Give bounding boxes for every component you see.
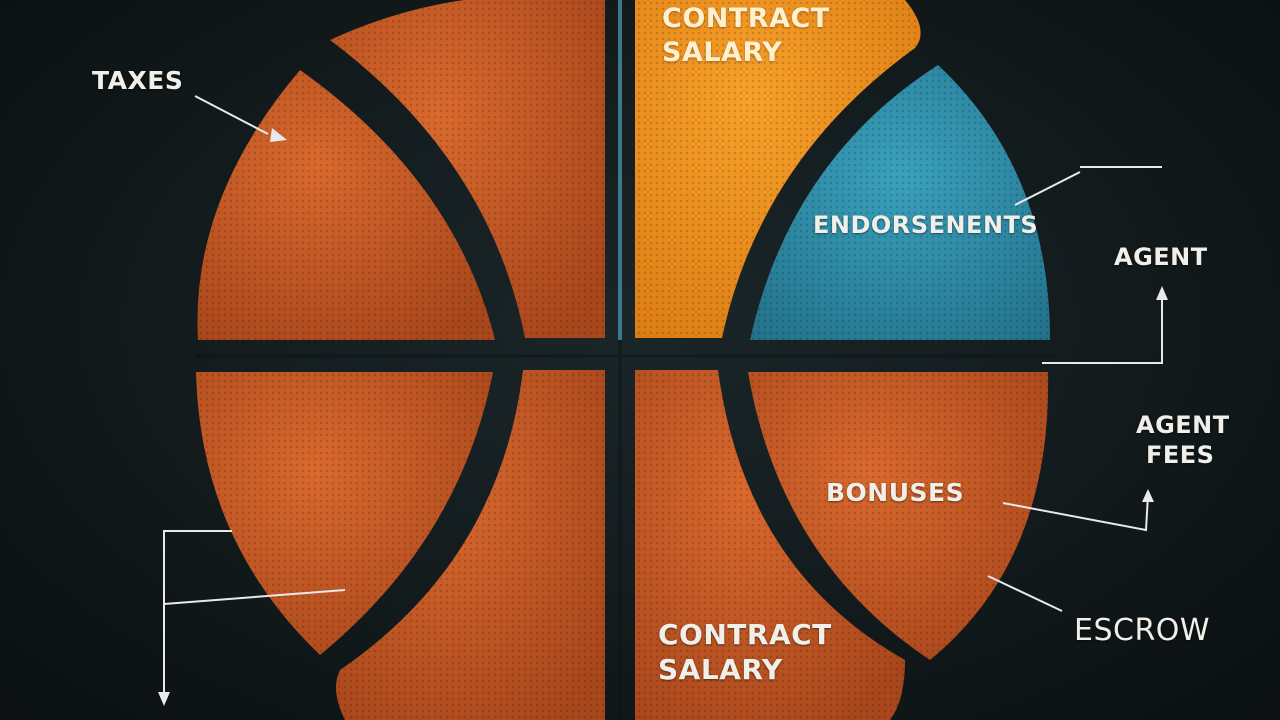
- label-agent-fees-line1: AGENT: [1136, 411, 1230, 439]
- label-bonuses: BONUSES: [826, 478, 965, 507]
- label-taxes: TAXES: [92, 66, 184, 95]
- label-contract-salary-bottom-line1: CONTRACT: [658, 618, 832, 651]
- label-contract-salary-bottom-line2: SALARY: [658, 653, 783, 686]
- left-bracket-line: [163, 530, 232, 700]
- agent-fees-leader-line: [1002, 494, 1149, 532]
- escrow-leader-line: [987, 575, 1063, 612]
- segment-top-right-teal: [750, 65, 1050, 340]
- label-endorsements: ENDORSENENTS: [813, 211, 1039, 239]
- endorsements-leader-line: [1014, 171, 1081, 206]
- segment-bottom-right-inner: [635, 370, 905, 720]
- label-contract-salary-top: CONTRACT SALARY: [662, 2, 830, 70]
- label-agent-fees: AGENT FEES: [1136, 410, 1230, 470]
- segment-bottom-right-outer: [748, 372, 1049, 660]
- taxes-leader-line: [194, 95, 269, 135]
- segment-bottom-left-outer: [196, 372, 493, 655]
- left-bracket-leader: [163, 589, 346, 605]
- label-contract-salary-top-line1: CONTRACT: [662, 3, 830, 34]
- label-contract-salary-top-line2: SALARY: [662, 36, 783, 68]
- label-escrow: ESCROW: [1074, 613, 1211, 648]
- agent-leader-line: [1042, 292, 1163, 364]
- leader-arrowheads: [158, 128, 1168, 706]
- segment-top-right-amber: [635, 0, 921, 338]
- label-agent-fees-line2: FEES: [1146, 441, 1215, 469]
- left-bracket-arrowhead: [158, 692, 170, 706]
- segment-top-left-inner: [330, 0, 605, 338]
- agent-arrowhead: [1156, 286, 1168, 300]
- taxes-arrowhead: [270, 128, 287, 142]
- leader-lines: [163, 95, 1163, 700]
- segment-bottom-left-inner: [336, 370, 605, 720]
- agent-fees-arrowhead: [1142, 489, 1154, 502]
- label-agent: AGENT: [1114, 243, 1208, 271]
- label-contract-salary-bottom: CONTRACT SALARY: [658, 617, 832, 687]
